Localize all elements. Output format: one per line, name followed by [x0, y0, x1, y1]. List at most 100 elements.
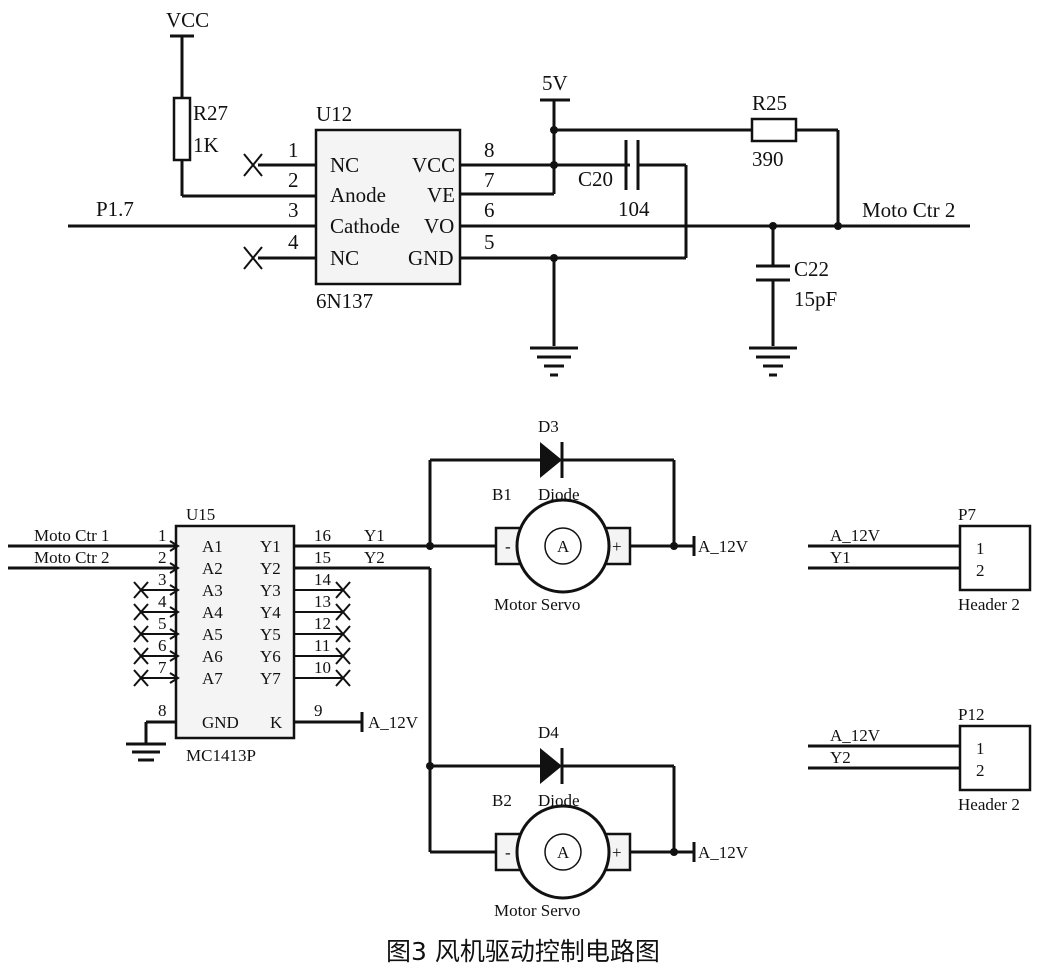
u12-pin3-num: 3 [288, 198, 299, 222]
u15-a2: A2 [202, 559, 223, 578]
u15-pin8-num: 8 [158, 701, 167, 720]
p12-ref: P12 [958, 705, 984, 724]
u15-pin11-num: 11 [314, 636, 330, 655]
u15-pin4-num: 4 [158, 592, 167, 611]
u15-pin7-num: 7 [158, 658, 167, 677]
p12-net2: Y2 [830, 748, 851, 767]
u12-pin1-name: NC [330, 153, 359, 177]
p12-pin1: 1 [976, 739, 985, 758]
u12-pin4-name: NC [330, 246, 359, 270]
b1-ref: B1 [492, 485, 512, 504]
no-connect-pin1-icon [243, 153, 263, 177]
r27-ref: R27 [193, 101, 228, 125]
p7-net2: Y1 [830, 548, 851, 567]
c20-ref: C20 [578, 167, 613, 191]
u15-pin12-num: 12 [314, 614, 331, 633]
u15-a3: A3 [202, 581, 223, 600]
chip-u15: U15 MC1413P Moto Ctr [8, 505, 430, 765]
resistor-r25: R25 390 [554, 91, 840, 226]
u15-a4: A4 [202, 603, 223, 622]
b2-net-label: A_12V [698, 843, 749, 862]
b2-type: Motor Servo [494, 901, 580, 920]
motor-branch-b1: D3 Diode B1 A - + A_12V Motor Servo [426, 417, 749, 614]
ground-icon [126, 742, 166, 762]
u15-pin9-num: 9 [314, 701, 323, 720]
c20-value: 104 [618, 197, 650, 221]
p12-net1: A_12V [830, 726, 881, 745]
motor-branch-b2: D4 Diode B2 A - + A_12V Motor Servo [426, 723, 749, 920]
u15-gnd-name: GND [202, 713, 239, 732]
u15-y2: Y2 [260, 559, 281, 578]
no-connect-outputs-icon [335, 581, 351, 687]
p7-ref: P7 [958, 505, 976, 524]
p12-pin2: 2 [976, 761, 985, 780]
ground-icon [530, 346, 578, 377]
u12-ref: U12 [316, 102, 352, 126]
u15-y5: Y5 [260, 625, 281, 644]
u12-output-nets [460, 108, 970, 346]
p17-label: P1.7 [96, 197, 134, 221]
r27-value: 1K [193, 133, 219, 157]
u12-pin5-name: GND [408, 246, 454, 270]
u15-pin6-num: 6 [158, 636, 167, 655]
u15-a5: A5 [202, 625, 223, 644]
b2-plus: + [612, 843, 622, 862]
p7-net1: A_12V [830, 526, 881, 545]
no-connect-pin4-icon [243, 246, 263, 270]
r25-ref: R25 [752, 91, 787, 115]
moto-ctr2-input-label: Moto Ctr 2 [34, 548, 110, 567]
b1-plus: + [612, 537, 622, 556]
vcc-supply: VCC [166, 8, 209, 98]
u12-part: 6N137 [316, 289, 373, 313]
d4-ref: D4 [538, 723, 559, 742]
u12-pin8-num: 8 [484, 138, 495, 162]
u15-pin13-num: 13 [314, 592, 331, 611]
u15-a1: A1 [202, 537, 223, 556]
capacitor-c20: C20 104 [578, 140, 688, 258]
u12-pin2-name: Anode [330, 183, 386, 207]
no-connect-inputs-icon [133, 581, 149, 687]
header-p12: P12 A_12V Y2 1 2 Header 2 [808, 705, 1032, 814]
supply-5v: 5V [540, 71, 570, 130]
u15-a7: A7 [202, 669, 223, 688]
b2-symbol: A [557, 843, 570, 862]
moto-ctr2-output-label: Moto Ctr 2 [862, 198, 955, 222]
v5-label: 5V [542, 71, 568, 95]
c22-ref: C22 [794, 257, 829, 281]
u15-y3: Y3 [260, 581, 281, 600]
b1-net-label: A_12V [698, 537, 749, 556]
u15-y6: Y6 [260, 647, 281, 666]
u15-pin14-num: 14 [314, 570, 332, 589]
u15-part: MC1413P [186, 746, 256, 765]
u15-pin15-num: 15 [314, 548, 331, 567]
u12-pin8-name: VCC [412, 153, 455, 177]
moto-ctr1-input-label: Moto Ctr 1 [34, 526, 110, 545]
chip-u12: U12 6N137 1 2 3 4 NC Anode Cathode NC VC… [68, 102, 495, 313]
header-p7: P7 A_12V Y1 1 2 Header 2 [808, 505, 1032, 614]
r25-value: 390 [752, 147, 784, 171]
u12-pin4-num: 4 [288, 230, 299, 254]
u12-pin1-num: 1 [288, 138, 299, 162]
u15-pin1-num: 1 [158, 526, 167, 545]
b1-symbol: A [557, 537, 570, 556]
u12-pin7-name: VE [427, 183, 455, 207]
u15-k-name: K [270, 713, 283, 732]
d3-ref: D3 [538, 417, 559, 436]
p7-pin1: 1 [976, 539, 985, 558]
u15-y1: Y1 [260, 537, 281, 556]
b2-ref: B2 [492, 791, 512, 810]
b1-type: Motor Servo [494, 595, 580, 614]
u12-pin6-num: 6 [484, 198, 495, 222]
resistor-r27: R27 1K [172, 96, 316, 198]
u15-pin3-num: 3 [158, 570, 167, 589]
p7-type: Header 2 [958, 595, 1020, 614]
u15-pin5-num: 5 [158, 614, 167, 633]
vcc-label: VCC [166, 8, 209, 32]
u12-pin7-num: 7 [484, 168, 495, 192]
motor-b2-icon [515, 804, 611, 900]
u15-y7: Y7 [260, 669, 281, 688]
b1-minus: - [505, 537, 511, 556]
net-y1-label: Y1 [364, 526, 385, 545]
u12-pin5-num: 5 [484, 230, 495, 254]
